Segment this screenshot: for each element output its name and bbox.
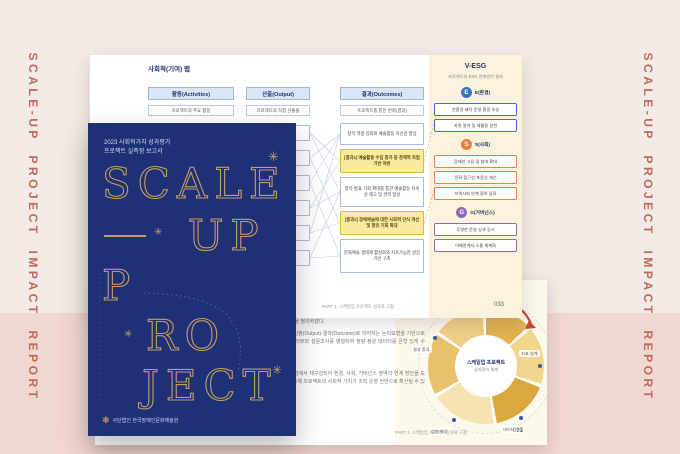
- governance-icon: G: [456, 207, 468, 218]
- cover-title-row5: JECT: [141, 361, 278, 410]
- cover-eyebrow: 2023 사회적가치 성과평가 프로젝트 실측정 보고서: [104, 139, 170, 157]
- column-header-activities: 활동(Activities): [148, 87, 234, 100]
- ring-label: 결과 환류: [411, 346, 432, 353]
- outcome-box: 창작 역량 강화와 예술활동 자신감 향상: [340, 123, 424, 145]
- right-vertical-title: SCALE-UP PROJECT IMPACT REPORT: [641, 52, 655, 402]
- logic-model-title: 사회적(기여) 맵: [148, 66, 191, 73]
- vesg-item: 이해관계자 소통 체계화: [434, 239, 517, 252]
- vesg-group-social: S S(사회): [429, 139, 522, 150]
- social-icon: S: [460, 139, 472, 150]
- publisher-lockup: ❃ 사단법인 한국장애인문화예술원: [102, 415, 178, 426]
- vesg-item: 친환경 제작·운영 환경 조성: [434, 103, 517, 116]
- column-header-output: 산출(Output): [246, 87, 310, 100]
- ring-node-dot: [519, 416, 523, 420]
- outcome-box: 창작·발표 기회 확대를 통한 예술활동 지속성 제고 및 경력 형성: [340, 177, 424, 207]
- vesg-item: 지역사회 연계 협력 강화: [434, 187, 517, 200]
- sparkle-icon: ✳: [124, 329, 133, 340]
- vesg-subtitle: 프로젝트의 ESG 연계방안 결과: [448, 74, 503, 79]
- vesg-item: 자원 절약 및 재활용 실천: [434, 119, 517, 132]
- environment-icon: E: [460, 87, 472, 98]
- footer-text: PART 1. 스케일업 프로젝트 성과와 고찰: [395, 430, 467, 435]
- report-cover: 2023 사회적가치 성과평가 프로젝트 실측정 보고서 ✳ SCALE ✳ U…: [88, 123, 296, 436]
- vesg-group-governance: G G(거버넌스): [429, 207, 522, 218]
- vesg-item: 문화 접근성·포용성 개선: [434, 171, 517, 184]
- vesg-title: V-ESG: [464, 63, 487, 70]
- ring-node-dot: [452, 418, 456, 422]
- diagram-center-subtitle: 성과관리 체계: [473, 367, 499, 372]
- sparkle-icon: ✳: [268, 149, 279, 164]
- cover-eyebrow-line1: 2023 사회적가치 성과평가: [104, 140, 171, 146]
- sparkle-icon: ✳: [154, 227, 163, 238]
- outcome-box: 문화예술 생태계 활성화와 지속가능한 성장 기반 구축: [340, 239, 424, 273]
- ring-node-dot: [433, 336, 437, 340]
- diagram-center: 스케일업 프로젝트 성과관리 체계: [455, 335, 517, 397]
- sparkle-icon: ✳: [272, 363, 283, 377]
- left-vertical-title: SCALE-UP PROJECT IMPACT REPORT: [26, 52, 40, 402]
- outcome-box-highlight: [결과1] 예술활동 수입 증가 등 경제적 자립 기반 마련: [340, 149, 424, 173]
- page-number-031: 031: [513, 428, 524, 434]
- publisher-name: 사단법인 한국장애인문화예술원: [112, 418, 179, 424]
- ring-node-dot: [538, 364, 542, 368]
- cover-title-row4: RO: [145, 311, 227, 360]
- vesg-band-background: [429, 55, 522, 318]
- vesg-item: 투명한 운영·성과 공시: [434, 223, 517, 236]
- page-number-033: 033: [494, 302, 505, 308]
- ring-label: 데이터 수집: [501, 426, 526, 433]
- column-subtitle: 프로젝트를 통한 변화(결과): [340, 105, 424, 116]
- footer-text: PART 1. 스케일업 프로젝트 성과와 고찰: [322, 304, 394, 309]
- cover-title-row2: UP: [187, 211, 266, 260]
- vesg-item: 장애인 고용 및 참여 확대: [434, 155, 517, 168]
- column-subtitle: 프로젝트의 직접 산출물: [246, 105, 310, 116]
- ring-label: 성과 측정: [429, 428, 450, 435]
- ring-label: 지표 설계: [519, 350, 540, 357]
- title-dash-rule: [104, 235, 146, 237]
- cover-eyebrow-line2: 프로젝트 실측정 보고서: [104, 149, 163, 155]
- diagram-center-title: 스케일업 프로젝트: [466, 360, 506, 366]
- column-header-outcomes: 결과(Outcomes): [340, 87, 424, 100]
- cover-title-row3: P: [101, 261, 138, 310]
- publisher-logo-icon: ❃: [102, 415, 110, 425]
- column-subtitle: 프로젝트의 주요 활동: [148, 105, 234, 116]
- outcome-box-highlight: [결과2] 장애예술에 대한 사회적 인식 개선 및 향유 기회 확대: [340, 211, 424, 235]
- vesg-group-environment: E E(환경): [429, 87, 522, 98]
- cover-title-row1: SCALE: [101, 159, 287, 208]
